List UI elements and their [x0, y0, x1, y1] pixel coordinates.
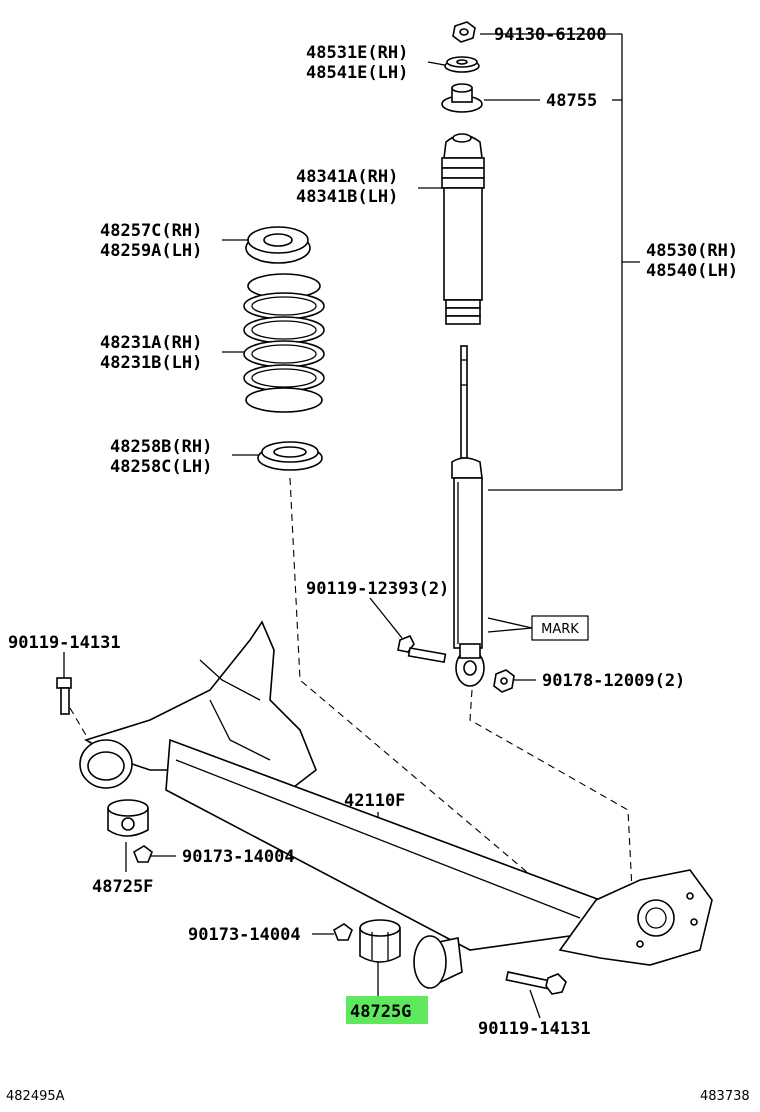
label-48231b: 48231B(LH) — [100, 353, 202, 373]
bound-cushion — [441, 83, 483, 113]
label-48257c: 48257C(RH) — [100, 221, 202, 241]
label-48341b: 48341B(LH) — [296, 187, 398, 207]
bushing-48725g — [359, 919, 401, 963]
shock-lower-bolt — [397, 634, 447, 664]
label-48725g: 48725G — [350, 1002, 411, 1022]
leader-lines — [63, 33, 640, 1019]
coil-spring — [243, 273, 325, 413]
label-90178-12009: 90178-12009(2) — [542, 671, 685, 691]
label-48531e: 48531E(RH) — [306, 43, 408, 63]
label-48541e: 48541E(LH) — [306, 63, 408, 83]
label-90119-12393: 90119-12393(2) — [306, 579, 449, 599]
illustration-code-right: 483738 — [700, 1089, 750, 1104]
clip-90173-b — [333, 923, 353, 941]
label-48725f: 48725F — [92, 877, 153, 897]
part-labels: 94130-61200 48531E(RH) 48541E(LH) 48755 … — [6, 25, 750, 1104]
label-48755: 48755 — [546, 91, 597, 111]
label-48540: 48540(LH) — [646, 261, 738, 281]
upper-spring-seat — [245, 226, 311, 264]
mark-label: MARK — [541, 622, 579, 637]
label-42110f: 42110F — [344, 791, 405, 811]
label-48341a: 48341A(RH) — [296, 167, 398, 187]
bushing-48725f — [107, 799, 149, 837]
label-48530: 48530(RH) — [646, 241, 738, 261]
highlight-48725g — [346, 996, 428, 1024]
mark-callout: MARK — [531, 615, 589, 641]
label-48231a: 48231A(RH) — [100, 333, 202, 353]
upper-washer — [444, 56, 480, 73]
rear-axle-beam — [79, 620, 713, 990]
label-90119-14131-left: 90119-14131 — [8, 633, 121, 653]
assembly-dashed-lines — [69, 477, 633, 901]
bottom-right-bolt — [505, 971, 567, 995]
shock-absorber — [451, 345, 485, 687]
left-bolt — [56, 677, 72, 715]
label-94130-61200: 94130-61200 — [494, 25, 607, 45]
illustration-code-left: 482495A — [6, 1089, 65, 1104]
top-nut — [452, 21, 476, 43]
label-48258c: 48258C(LH) — [110, 457, 212, 477]
label-48258b: 48258B(RH) — [110, 437, 212, 457]
shock-nut — [493, 669, 515, 693]
clip-90173-a — [133, 845, 153, 863]
label-90119-14131-bottom: 90119-14131 — [478, 1019, 591, 1039]
label-90173-14004-b: 90173-14004 — [188, 925, 301, 945]
dust-boot — [441, 133, 485, 325]
label-48259a: 48259A(LH) — [100, 241, 202, 261]
lower-spring-seat — [257, 441, 323, 471]
label-90173-14004-a: 90173-14004 — [182, 847, 295, 867]
